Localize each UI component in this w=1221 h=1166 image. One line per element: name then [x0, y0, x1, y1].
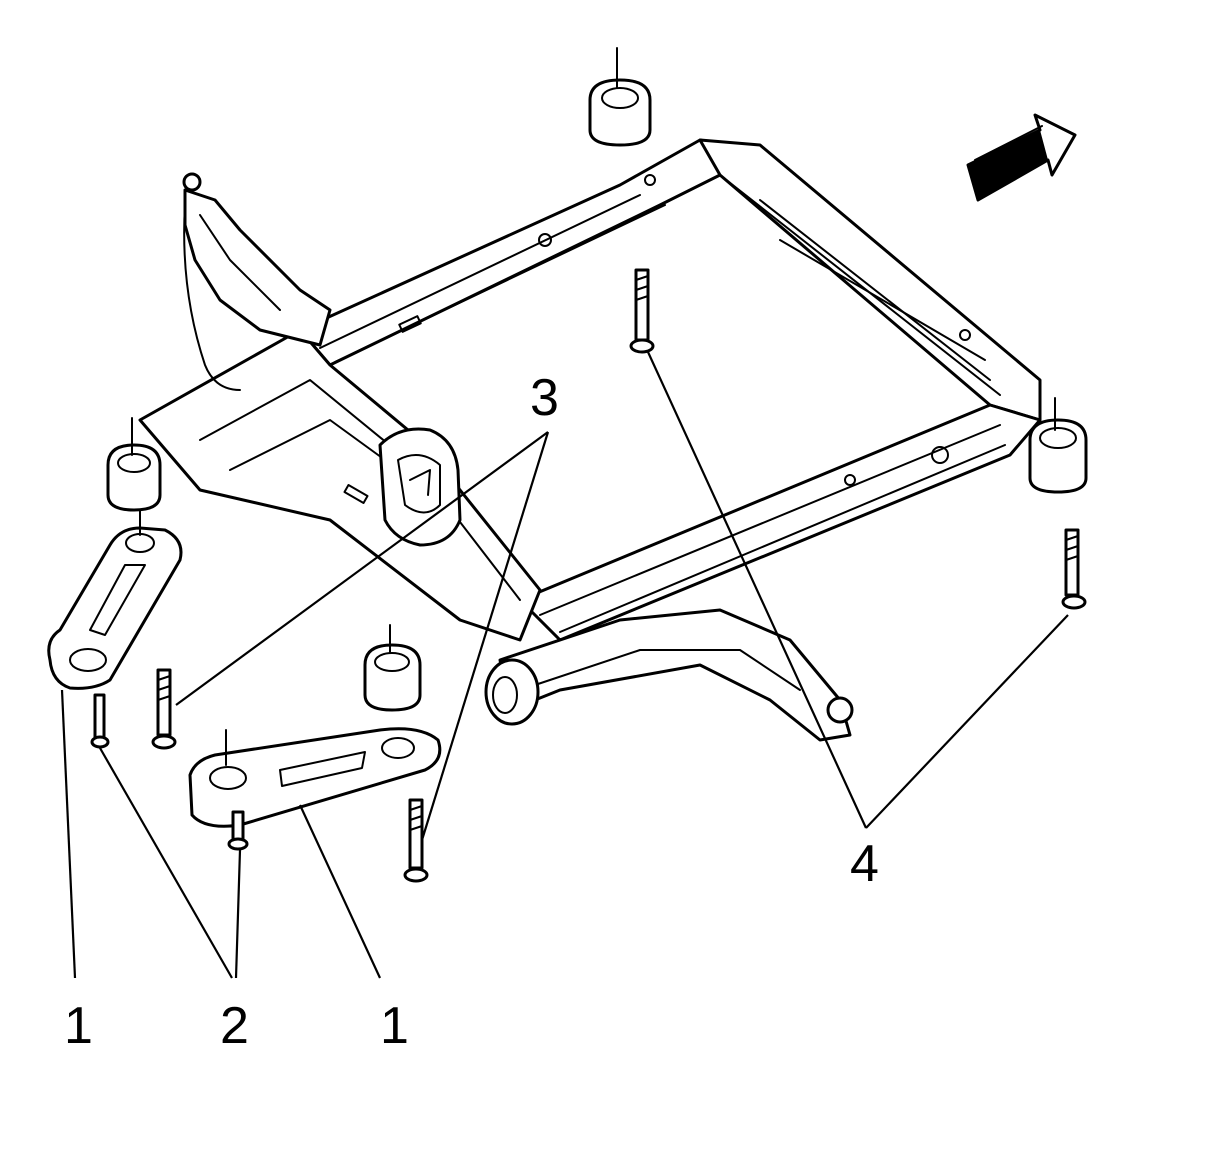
- callout-3: 3: [530, 369, 559, 427]
- engine-cradle: [138, 138, 1042, 642]
- rear-right-mount-bushing: [588, 47, 652, 147]
- forward-arrow-icon: [966, 113, 1077, 202]
- mount-bolt-right-rear: [629, 268, 655, 354]
- mount-bolt-left-rear: [151, 668, 177, 750]
- left-reinforcement-brace: [47, 509, 183, 690]
- left-lower-control-arm: [182, 172, 332, 391]
- front-left-mount-bushing: [363, 624, 422, 712]
- rear-left-mount-bushing: [106, 417, 162, 512]
- engine-mount: [378, 427, 462, 547]
- mount-bolt-left-front: [403, 798, 429, 883]
- callout-1-right: 1: [380, 997, 409, 1055]
- mount-bolt-right-front: [1061, 528, 1087, 610]
- right-reinforcement-brace: [188, 727, 442, 828]
- callout-1-left: 1: [64, 997, 93, 1055]
- right-lower-control-arm: [484, 608, 854, 742]
- front-right-mount-bushing: [1028, 397, 1088, 494]
- leader-lines: [60, 351, 1069, 979]
- callout-4: 4: [850, 835, 879, 893]
- brace-bolt-right: [227, 810, 249, 851]
- brace-bolt-left: [90, 693, 110, 749]
- callout-2: 2: [220, 997, 249, 1055]
